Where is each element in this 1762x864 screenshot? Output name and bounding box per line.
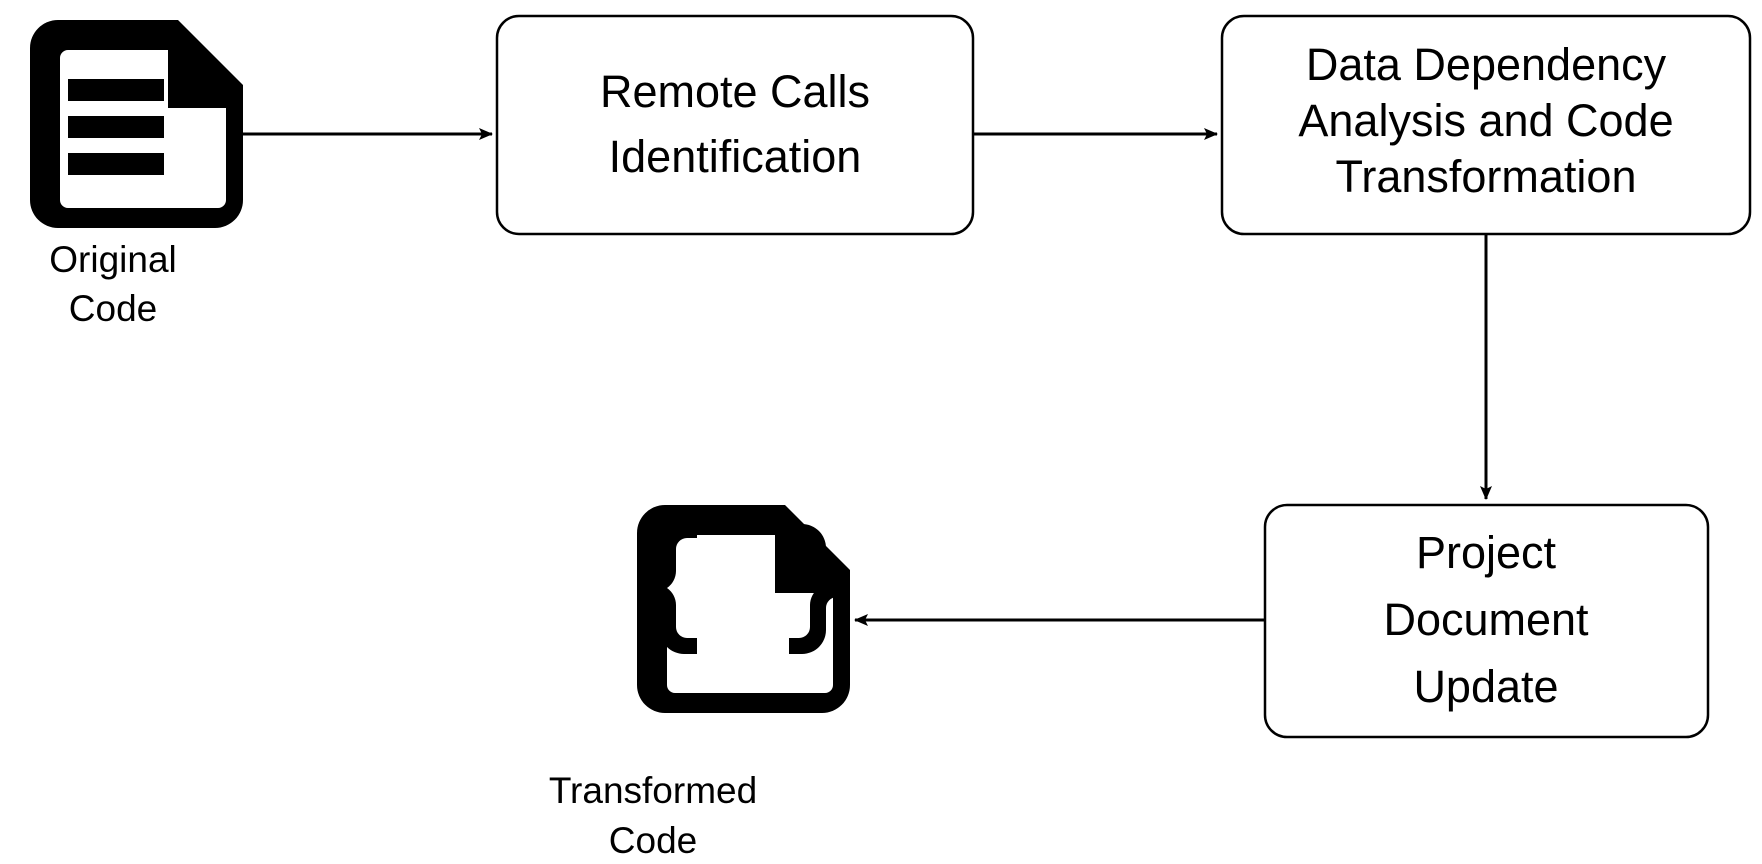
original-code-label-line1: Original — [49, 239, 177, 280]
transformed-code-label-line2: Code — [609, 820, 697, 861]
remote-calls-box[interactable] — [495, 14, 975, 236]
project-document-line3: Update — [1413, 661, 1558, 712]
data-dependency-line1: Data Dependency — [1306, 39, 1667, 90]
node-remote-calls-identification[interactable]: Remote Calls Identification — [495, 14, 975, 236]
remote-calls-line1: Remote Calls — [600, 66, 870, 117]
remote-calls-line2: Identification — [609, 131, 862, 182]
transformed-code-label-line1-visible: Transformed — [549, 770, 757, 811]
node-data-dependency-analysis[interactable]: Data Dependency Analysis and Code Transf… — [1220, 14, 1752, 236]
document-lines-icon — [30, 20, 243, 228]
node-original-code: Original Code — [30, 20, 243, 329]
node-project-document-update[interactable]: Project Document Update — [1263, 503, 1710, 739]
project-document-line1: Project — [1416, 527, 1557, 578]
node-transformed-code: Transformed Transformed Code — [549, 505, 850, 861]
data-dependency-line3: Transformation — [1336, 151, 1637, 202]
document-braces-icon — [637, 505, 850, 713]
original-code-label-line2: Code — [69, 288, 157, 329]
data-dependency-line2: Analysis and Code — [1298, 95, 1673, 146]
project-document-line2: Document — [1383, 594, 1589, 645]
